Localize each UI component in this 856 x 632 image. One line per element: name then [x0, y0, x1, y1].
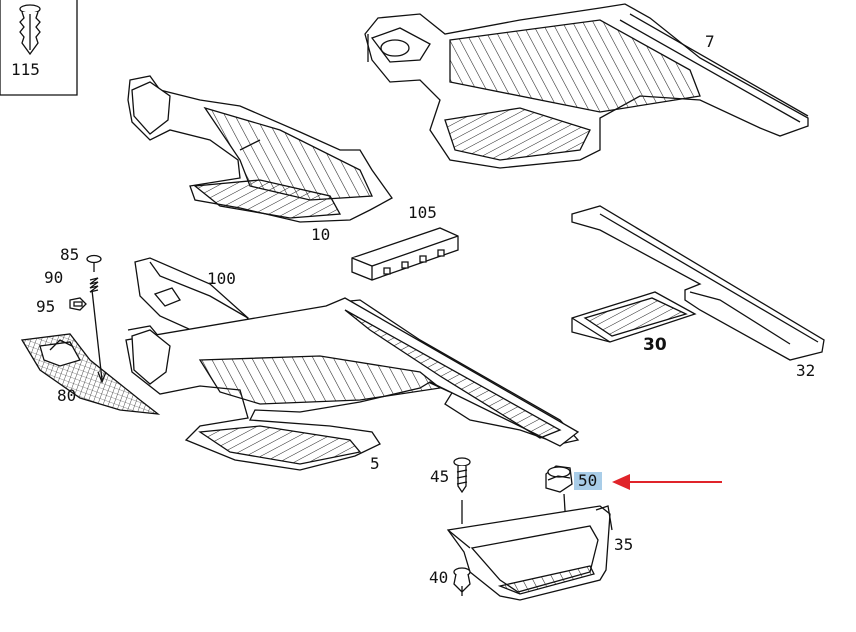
part-32-long-rail [572, 206, 824, 360]
label-part-115[interactable]: 115 [11, 60, 40, 79]
part-35-tray [448, 506, 612, 600]
part-40-clip [454, 568, 470, 596]
label-part-95[interactable]: 95 [36, 297, 56, 316]
part-85-90-95-fasteners [70, 256, 106, 383]
part-100-duct [135, 258, 248, 334]
label-part-80[interactable]: 80 [57, 386, 77, 405]
part-105-cover [352, 228, 458, 280]
part-45-screw [454, 458, 470, 524]
label-part-5[interactable]: 5 [370, 454, 380, 473]
label-part-7[interactable]: 7 [705, 32, 715, 51]
label-part-35[interactable]: 35 [614, 535, 634, 554]
label-part-50-highlighted[interactable]: 50 [574, 472, 603, 490]
label-part-105[interactable]: 105 [408, 203, 437, 222]
label-part-32[interactable]: 32 [796, 361, 816, 380]
part-115-clip [0, 0, 77, 95]
label-part-10[interactable]: 10 [311, 225, 331, 244]
label-part-85[interactable]: 85 [60, 245, 80, 264]
label-part-45[interactable]: 45 [430, 467, 450, 486]
part-10-front-floor [128, 76, 392, 222]
part-7-rear-floor [365, 4, 808, 168]
part-5-main-floor [126, 298, 578, 470]
label-part-90[interactable]: 90 [44, 268, 64, 287]
part-80-side-panel [22, 334, 158, 414]
label-part-100[interactable]: 100 [207, 269, 236, 288]
part-30-small-panel [572, 292, 695, 342]
label-part-30[interactable]: 30 [643, 335, 667, 355]
label-part-40[interactable]: 40 [429, 568, 449, 587]
